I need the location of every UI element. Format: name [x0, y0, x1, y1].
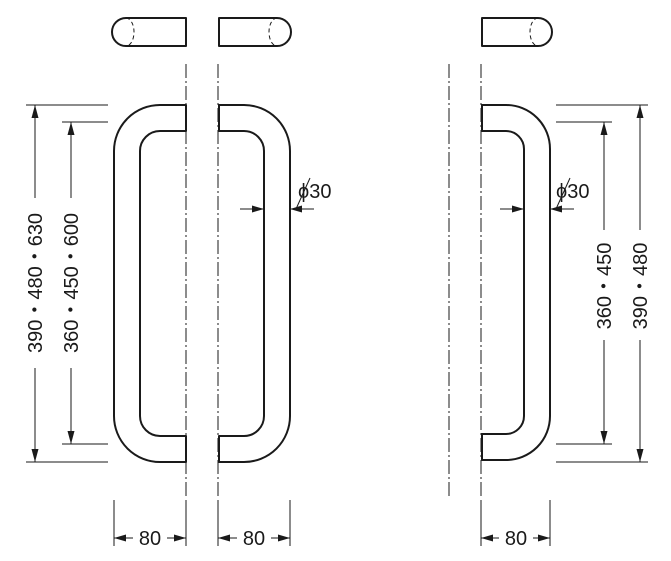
dim-width-left: 80	[113, 500, 187, 550]
handle-center	[218, 104, 291, 463]
right-outer-height-label: 390・480	[630, 243, 652, 330]
diameter-right-label: ϕ30	[556, 181, 589, 203]
dim-diameter-right: ϕ30	[500, 177, 589, 213]
left-inner-height-label: 360・450・600	[61, 213, 83, 353]
end-view-left	[111, 17, 187, 47]
end-view-right	[481, 17, 553, 47]
dim-diameter-center: ϕ30	[240, 177, 331, 213]
dim-width-center: 80	[217, 500, 291, 550]
width-right-label: 80	[505, 528, 527, 550]
right-inner-height-label: 360・450	[594, 243, 616, 330]
end-view-center	[218, 17, 292, 47]
handle-right	[481, 104, 551, 461]
dim-right-inner: 360・450	[556, 121, 616, 445]
handle-left	[113, 104, 187, 463]
dim-left-outer: 390・480・630	[25, 104, 108, 463]
dim-left-inner: 360・450・600	[61, 121, 108, 445]
diameter-center-label: ϕ30	[298, 181, 331, 203]
dim-width-right: 80	[480, 500, 551, 550]
width-left-label: 80	[139, 528, 161, 550]
left-outer-height-label: 390・480・630	[25, 213, 47, 353]
width-center-label: 80	[243, 528, 265, 550]
dim-right-outer: 390・480	[556, 104, 652, 463]
